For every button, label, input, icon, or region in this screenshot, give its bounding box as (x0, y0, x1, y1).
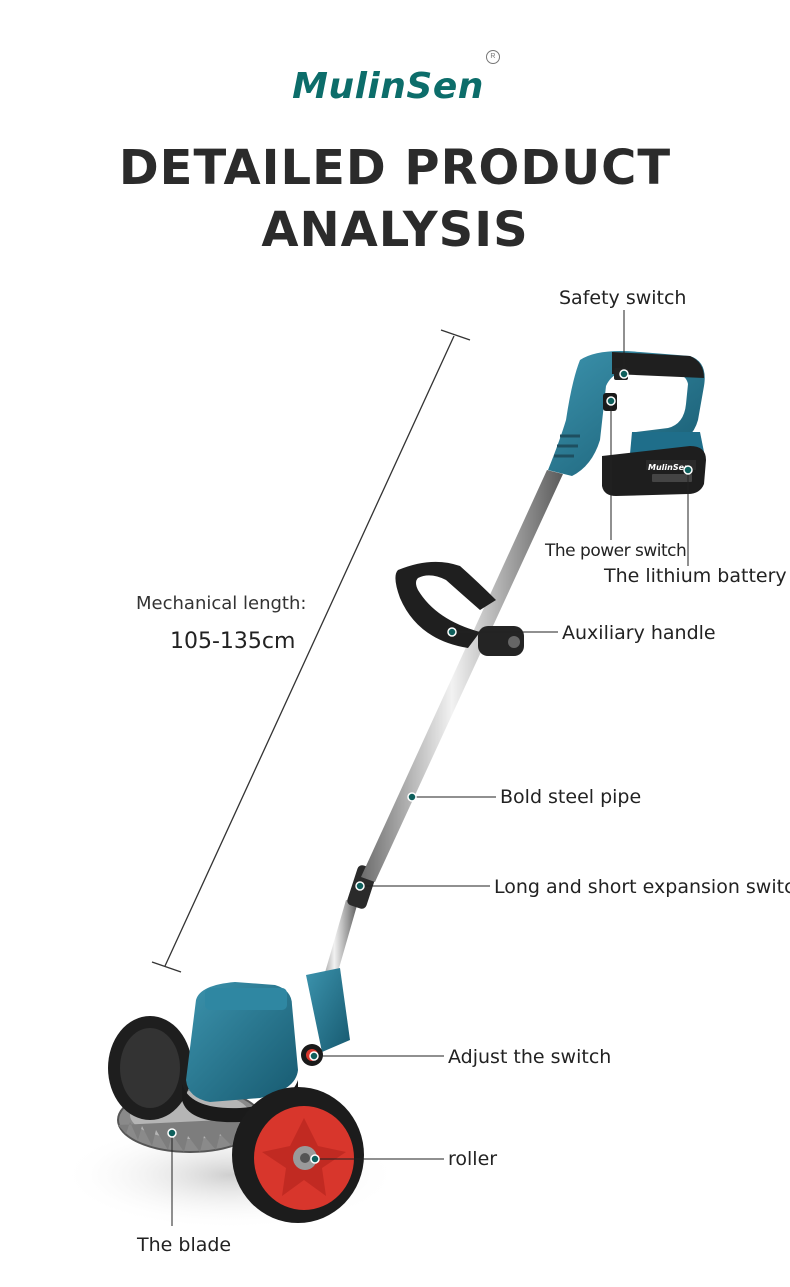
dot-lithium-battery (683, 465, 693, 475)
auxiliary-handle (395, 561, 524, 656)
lithium-battery: MulinSen (602, 446, 706, 496)
dot-bold-steel-pipe (407, 792, 417, 802)
dot-auxiliary-handle (447, 627, 457, 637)
callout-power-switch: The power switch (545, 541, 687, 561)
dot-expansion-switch (355, 881, 365, 891)
mechanical-length-value: 105-135cm (170, 629, 296, 654)
callout-lithium-battery: The lithium battery (604, 565, 787, 587)
dot-safety-switch (619, 369, 629, 379)
callout-roller: roller (448, 1148, 498, 1170)
dot-roller (310, 1154, 320, 1164)
dot-power-switch (606, 396, 616, 406)
headline-line-1: DETAILED PRODUCT (118, 140, 672, 196)
registered-mark-icon: R (485, 50, 500, 64)
brand-logo: MulinSenR (0, 50, 790, 107)
mechanical-length-label: Mechanical length: (136, 593, 307, 614)
callout-expansion-switch: Long and short expansion switch (494, 876, 790, 898)
front-wheel (232, 1087, 364, 1223)
callout-dots (167, 369, 693, 1164)
headline-line-2: ANALYSIS (261, 202, 529, 258)
upper-steel-pipe (361, 470, 563, 882)
callout-auxiliary-handle: Auxiliary handle (562, 622, 716, 644)
dot-adjust-switch (309, 1051, 319, 1061)
callout-bold-steel-pipe: Bold steel pipe (500, 786, 642, 808)
battery-brand-text: MulinSen (648, 463, 690, 472)
length-dimension-line (151, 329, 471, 973)
callout-leader-lines (171, 310, 689, 1226)
callout-blade: The blade (137, 1234, 232, 1256)
back-wheel (108, 1016, 192, 1120)
brand-logo-text: MulinSen (292, 66, 484, 107)
callout-adjust-switch: Adjust the switch (448, 1046, 612, 1068)
dot-blade (167, 1128, 177, 1138)
callout-safety-switch: Safety switch (559, 287, 687, 309)
